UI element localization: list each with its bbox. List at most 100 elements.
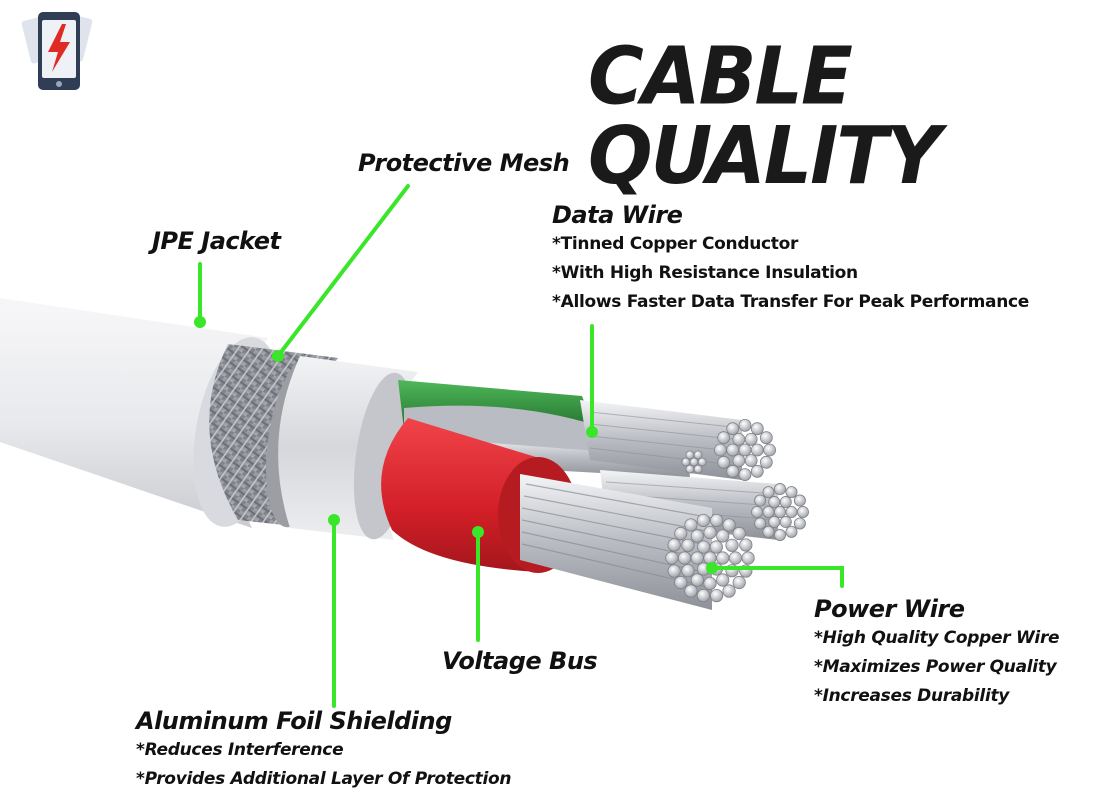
leader-lines bbox=[198, 184, 844, 708]
label-data-wire: Data Wire *Tinned Copper Conductor *With… bbox=[552, 201, 1030, 317]
strand-end bbox=[754, 517, 767, 530]
label-power-wire-note: *Maximizes Power Quality bbox=[814, 656, 1057, 677]
strand-end bbox=[739, 538, 753, 552]
strand-end bbox=[796, 505, 809, 518]
strand-end bbox=[690, 551, 704, 565]
strand-end bbox=[732, 454, 746, 468]
label-voltage-bus: Voltage Bus bbox=[442, 647, 598, 676]
strand-end bbox=[779, 515, 792, 528]
label-power-wire-note: *Increases Durability bbox=[814, 685, 1010, 706]
strand-end bbox=[762, 525, 775, 538]
strand-end bbox=[685, 464, 695, 474]
strand-end bbox=[759, 431, 773, 445]
strand-end bbox=[696, 513, 710, 528]
strand-end bbox=[744, 432, 758, 446]
strand-end bbox=[665, 551, 679, 565]
strand-end bbox=[690, 529, 704, 543]
strand-end bbox=[681, 457, 691, 467]
strand-end bbox=[732, 575, 746, 590]
strand-end bbox=[738, 468, 752, 482]
strand-end bbox=[726, 464, 740, 478]
strand-end bbox=[689, 457, 699, 467]
strand-end bbox=[738, 443, 752, 457]
strand-end bbox=[744, 454, 758, 468]
label-protective-mesh-title: Protective Mesh bbox=[358, 149, 570, 177]
strand-end bbox=[696, 588, 710, 603]
strand-end bbox=[677, 551, 692, 565]
strand-end bbox=[703, 551, 717, 565]
label-jpe-jacket-title: JPE Jacket bbox=[152, 227, 281, 255]
strand-end bbox=[690, 573, 704, 587]
strand-end bbox=[785, 486, 798, 499]
strand-end bbox=[741, 551, 755, 565]
strand-end bbox=[754, 494, 767, 507]
label-power-wire-note: *High Quality Copper Wire bbox=[814, 627, 1060, 648]
strand-end bbox=[750, 464, 764, 478]
label-power-wire: Power Wire *High Quality Copper Wire *Ma… bbox=[814, 595, 1060, 711]
power-wire-strands bbox=[520, 474, 713, 610]
label-aluminum-foil-note: *Reduces Interference bbox=[136, 739, 344, 760]
strand-end bbox=[750, 422, 764, 436]
strand-end bbox=[726, 443, 740, 457]
strand-end bbox=[774, 505, 787, 518]
strand-end bbox=[710, 588, 724, 603]
leader-dots bbox=[194, 316, 718, 574]
label-aluminum-foil-shielding: Aluminum Foil Shielding *Reduces Interfe… bbox=[136, 707, 512, 794]
label-data-wire-title: Data Wire bbox=[552, 201, 683, 229]
strand-end bbox=[725, 538, 739, 552]
strand-end bbox=[722, 518, 736, 532]
strand-end bbox=[714, 443, 727, 457]
strand-end bbox=[717, 431, 731, 445]
strand-end bbox=[732, 432, 746, 446]
strand-end bbox=[710, 513, 724, 528]
strand-end bbox=[716, 573, 730, 587]
strand-end bbox=[667, 564, 681, 578]
strand-end bbox=[716, 529, 730, 543]
strand-end bbox=[785, 525, 798, 538]
strand-ends bbox=[665, 418, 809, 603]
strand-end bbox=[681, 564, 695, 578]
strand-end bbox=[716, 551, 730, 565]
label-aluminum-foil-title: Aluminum Foil Shielding bbox=[136, 707, 452, 735]
strand-end bbox=[681, 538, 695, 552]
strand-end bbox=[722, 584, 736, 598]
label-jpe-jacket: JPE Jacket bbox=[152, 227, 281, 256]
strand-end bbox=[697, 540, 711, 554]
phone-charging-icon bbox=[21, 12, 93, 90]
strand-end bbox=[703, 525, 717, 540]
strand-end bbox=[759, 455, 773, 469]
strand-end bbox=[693, 464, 703, 474]
strand-end bbox=[717, 455, 731, 469]
strand-end bbox=[768, 496, 781, 509]
strand-end bbox=[751, 505, 764, 518]
strand-end bbox=[674, 526, 688, 541]
strand-end bbox=[684, 584, 698, 598]
strand-end bbox=[703, 576, 717, 591]
label-data-wire-note: *Allows Faster Data Transfer For Peak Pe… bbox=[552, 291, 1030, 312]
strand-end bbox=[738, 418, 752, 432]
strand-end bbox=[774, 483, 787, 496]
strand-end bbox=[674, 575, 688, 590]
strand-end bbox=[793, 517, 806, 530]
label-voltage-bus-title: Voltage Bus bbox=[442, 647, 598, 675]
strand-end bbox=[763, 443, 776, 457]
strand-end bbox=[793, 494, 806, 507]
strand-end bbox=[667, 538, 681, 552]
strand-end bbox=[684, 518, 698, 532]
strand-end bbox=[728, 551, 743, 565]
strand-end bbox=[693, 450, 703, 460]
label-power-wire-title: Power Wire bbox=[814, 595, 965, 623]
strand-end bbox=[750, 443, 764, 457]
strand-end bbox=[785, 505, 798, 518]
strand-end bbox=[774, 528, 787, 541]
label-aluminum-foil-note: *Provides Additional Layer Of Protection bbox=[136, 768, 512, 789]
label-data-wire-note: *Tinned Copper Conductor bbox=[552, 233, 799, 254]
label-data-wire-note: *With High Resistance Insulation bbox=[552, 262, 858, 283]
strand-end bbox=[697, 457, 707, 467]
strand-end bbox=[685, 450, 695, 460]
label-protective-mesh: Protective Mesh bbox=[358, 149, 570, 178]
strand-end bbox=[762, 486, 775, 499]
strand-end bbox=[762, 505, 775, 518]
strand-end bbox=[732, 526, 746, 541]
